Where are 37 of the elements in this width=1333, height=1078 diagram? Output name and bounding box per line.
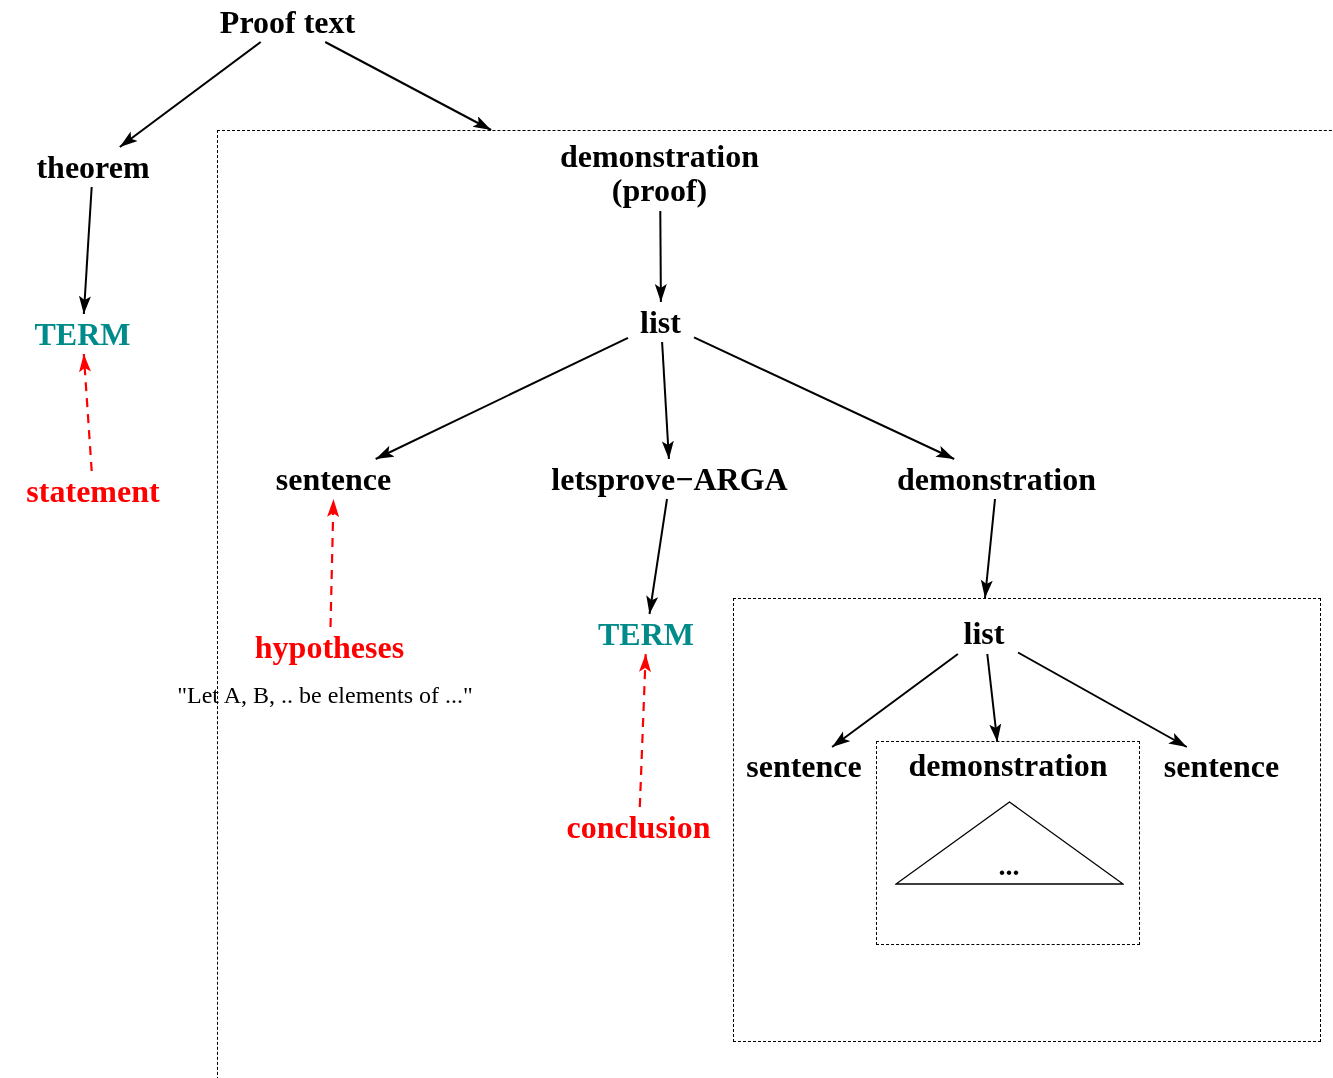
dashed-arrow bbox=[79, 353, 93, 472]
arrow bbox=[661, 341, 674, 460]
node-label: letsprove−ARGA bbox=[519, 458, 820, 499]
dashed-region bbox=[732, 597, 1321, 1042]
dashed-region bbox=[217, 130, 1333, 1078]
node-label: TERM bbox=[20, 314, 145, 354]
node-label: list bbox=[627, 301, 694, 342]
dashed-arrow bbox=[327, 498, 340, 628]
node-label: sentence bbox=[259, 458, 408, 499]
node-label: sentence bbox=[735, 746, 873, 786]
arrow bbox=[1017, 651, 1188, 748]
arrow bbox=[646, 498, 668, 615]
node-label: conclusion bbox=[549, 806, 728, 847]
arrow bbox=[831, 653, 959, 748]
arrow bbox=[986, 653, 1002, 743]
example-quote: "Let A, B, .. be elements of ..." bbox=[176, 682, 474, 709]
dashed-arrow bbox=[638, 653, 651, 808]
node-label: demonstration bbox=[871, 458, 1122, 499]
arrow bbox=[118, 41, 262, 148]
node-label: list bbox=[951, 613, 1017, 653]
arrow bbox=[78, 186, 93, 315]
node-label: sentence bbox=[1149, 746, 1294, 786]
arrow bbox=[324, 41, 493, 131]
node-label: demonstration (proof) bbox=[534, 134, 785, 211]
arrow bbox=[980, 498, 996, 599]
node-label: hypotheses bbox=[237, 626, 422, 667]
arrow bbox=[654, 210, 667, 303]
arrow bbox=[693, 336, 956, 460]
ellipsis-text: ... bbox=[997, 850, 1021, 881]
node-label: TERM bbox=[583, 613, 709, 654]
triangle-drawing bbox=[894, 800, 1124, 885]
node-label: theorem bbox=[18, 147, 168, 187]
dashed-region bbox=[876, 741, 1140, 945]
node-label: statement bbox=[8, 471, 178, 511]
arrow bbox=[374, 336, 629, 460]
node-label: Proof text bbox=[200, 2, 375, 42]
region-title: demonstration bbox=[908, 747, 1108, 783]
